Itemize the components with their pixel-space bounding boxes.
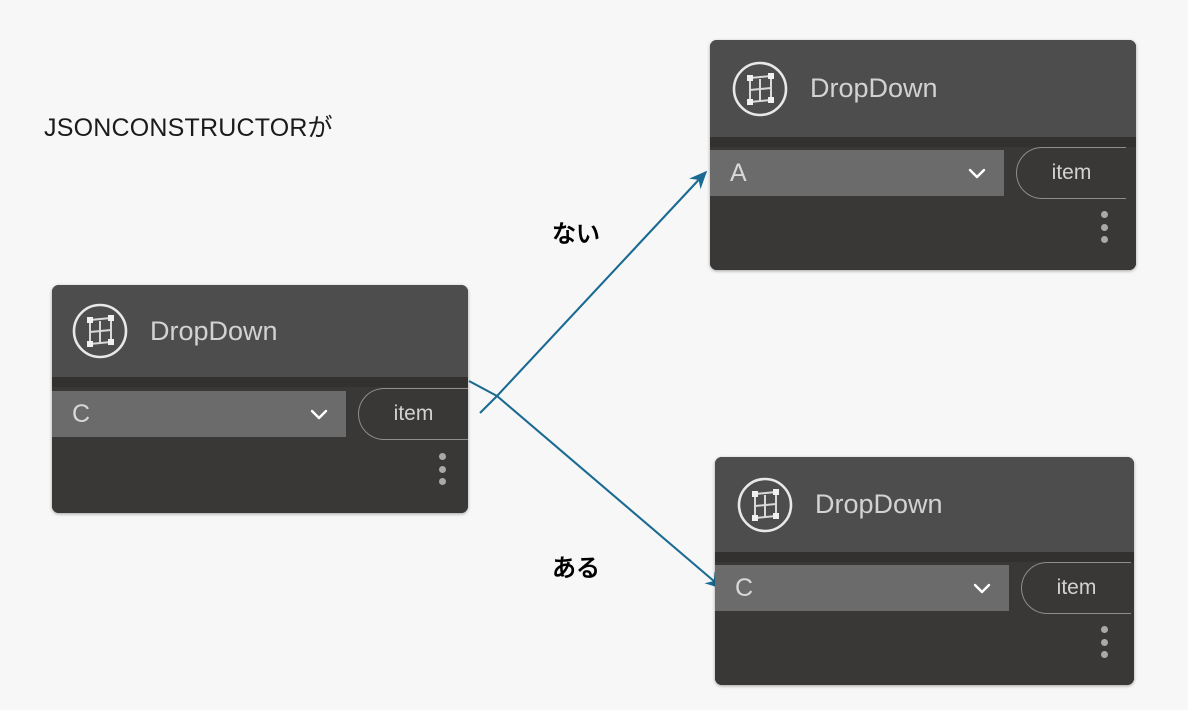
node-row-result-with: C item xyxy=(715,562,1134,614)
kebab-menu-icon[interactable] xyxy=(1101,211,1108,243)
node-divider xyxy=(715,552,1134,562)
branch-label-aru: ある xyxy=(552,555,600,582)
dropdown-value-result-with: C xyxy=(735,573,754,602)
node-row-result-without: A item xyxy=(710,147,1136,199)
node-title-result-without: DropDown xyxy=(810,73,938,103)
node-graph-icon xyxy=(732,61,788,116)
node-graph-icon xyxy=(72,303,128,359)
arrow-branch-nai xyxy=(496,170,708,397)
node-card-source[interactable]: DropDown C item xyxy=(52,285,468,513)
node-card-result-without[interactable]: DropDown A item xyxy=(710,40,1136,270)
dropdown-select-result-with[interactable]: C xyxy=(715,565,1009,611)
arrow-branch-stem xyxy=(468,380,498,397)
dropdown-value-result-without: A xyxy=(730,158,747,187)
page-caption: JSONCONSTRUCTORが xyxy=(44,114,333,142)
arrow-branch-stem-lower xyxy=(479,395,498,414)
chevron-down-icon xyxy=(968,168,986,179)
node-title-result-with: DropDown xyxy=(815,489,943,519)
kebab-menu-icon[interactable] xyxy=(1101,626,1108,658)
node-header-result-without: DropDown xyxy=(710,40,1136,137)
node-footer-source xyxy=(52,441,468,513)
chevron-down-icon xyxy=(973,583,991,594)
dropdown-select-result-without[interactable]: A xyxy=(710,150,1004,196)
port-label: item xyxy=(393,402,434,425)
chevron-down-icon xyxy=(310,409,328,420)
branch-label-nai: ない xyxy=(552,221,600,248)
node-card-result-with[interactable]: DropDown C item xyxy=(715,457,1134,685)
output-port-item-result-with[interactable]: item xyxy=(1021,562,1131,614)
node-header-source: DropDown xyxy=(52,285,468,377)
node-title-source: DropDown xyxy=(150,315,278,346)
output-port-item-source[interactable]: item xyxy=(358,388,468,440)
arrow-branch-aru xyxy=(496,395,724,590)
node-graph-icon xyxy=(737,477,793,532)
output-port-item-result-without[interactable]: item xyxy=(1016,147,1126,199)
node-footer-result-without xyxy=(710,199,1136,270)
dropdown-value-source: C xyxy=(72,399,91,428)
port-label: item xyxy=(1056,576,1097,599)
node-divider xyxy=(710,137,1136,147)
node-row-source: C item xyxy=(52,387,468,441)
dropdown-select-source[interactable]: C xyxy=(52,391,346,437)
kebab-menu-icon[interactable] xyxy=(439,453,446,485)
node-footer-result-with xyxy=(715,614,1134,684)
node-divider xyxy=(52,377,468,387)
port-label: item xyxy=(1051,161,1092,184)
node-header-result-with: DropDown xyxy=(715,457,1134,552)
